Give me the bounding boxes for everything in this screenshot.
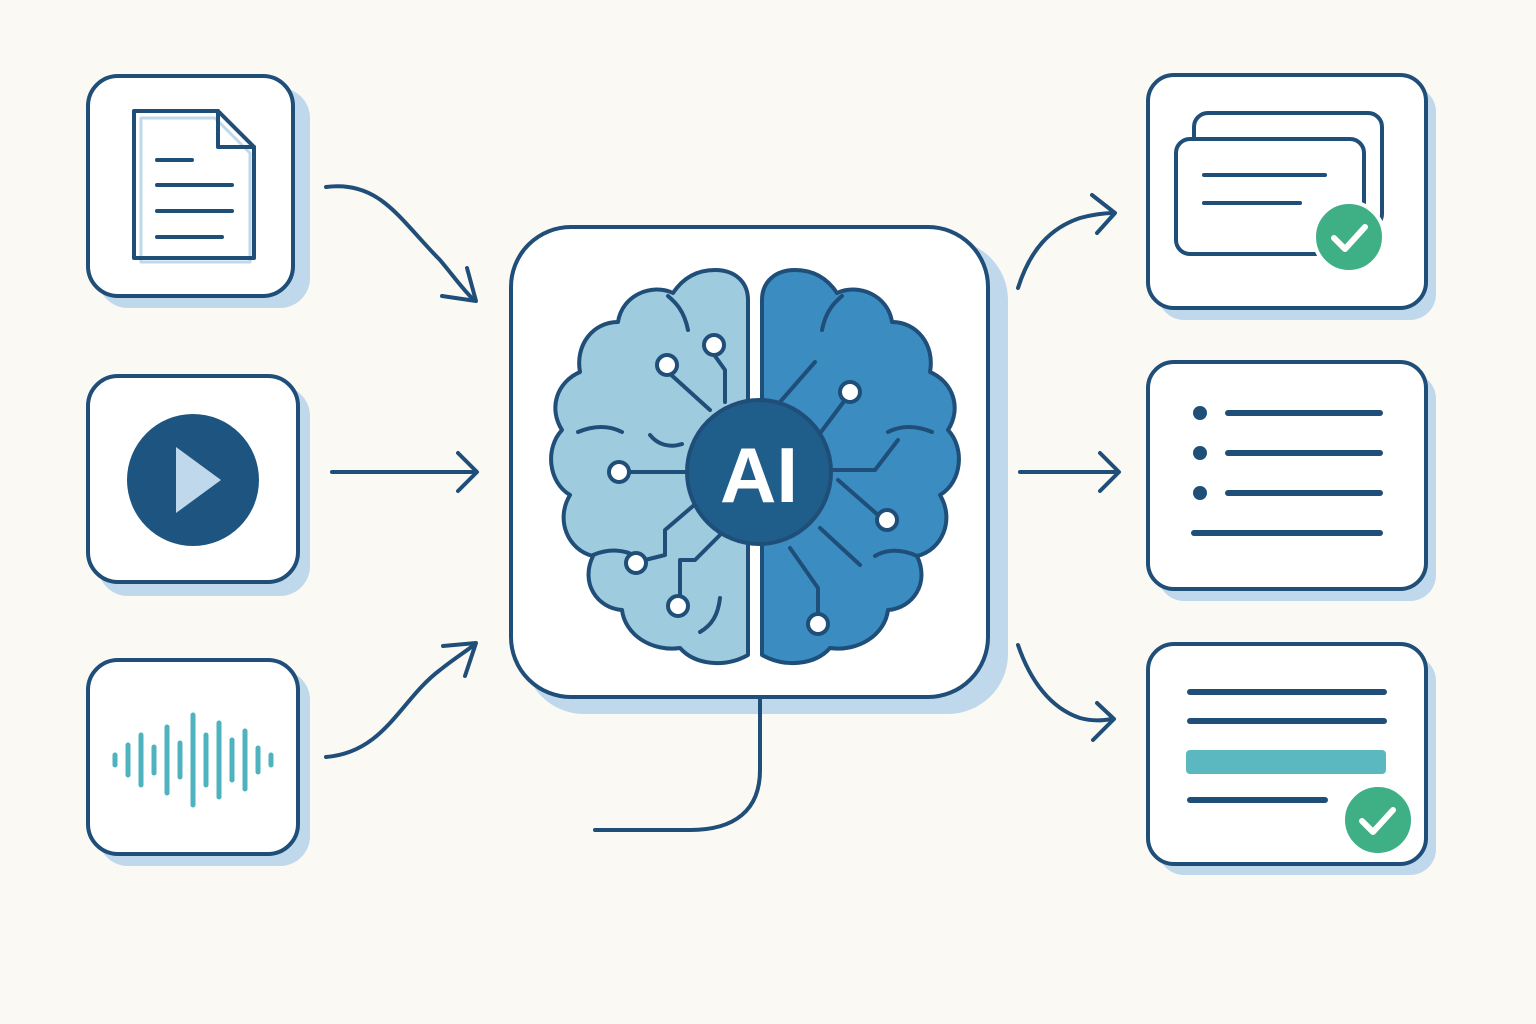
- check-icon: [1312, 200, 1386, 274]
- highlighted-lines-icon: [1186, 689, 1387, 803]
- verified-cards-output-card: [1146, 73, 1436, 320]
- ai-badge: AI: [685, 398, 833, 546]
- brain-circuits-left: [607, 333, 727, 618]
- document-icon: [132, 109, 256, 264]
- input-arrow-document: [324, 184, 478, 303]
- brain-icon: AI: [549, 268, 961, 666]
- ai-label: AI: [720, 431, 798, 519]
- highlighted-text-output-card: [1146, 642, 1436, 875]
- play-icon: [127, 414, 259, 546]
- bulleted-list-icon: [1191, 406, 1383, 536]
- brain-left-hemisphere: [549, 268, 750, 666]
- input-arrow-audio: [324, 641, 478, 759]
- output-arrow-highlight: [1016, 643, 1116, 742]
- brain-circuits-right: [778, 360, 900, 636]
- audio-waveform-icon: [112, 712, 274, 808]
- bulleted-list-output-card: [1146, 360, 1436, 601]
- input-arrow-video: [330, 451, 479, 493]
- output-arrow-list: [1018, 451, 1121, 493]
- ai-core-card: AI: [509, 225, 1008, 832]
- check-icon: [1341, 783, 1415, 857]
- output-connector-line: [593, 698, 762, 832]
- document-input-card: [86, 74, 310, 308]
- output-arrow-cards: [1016, 193, 1117, 290]
- video-input-card: [86, 374, 310, 596]
- audio-input-card: [86, 658, 310, 866]
